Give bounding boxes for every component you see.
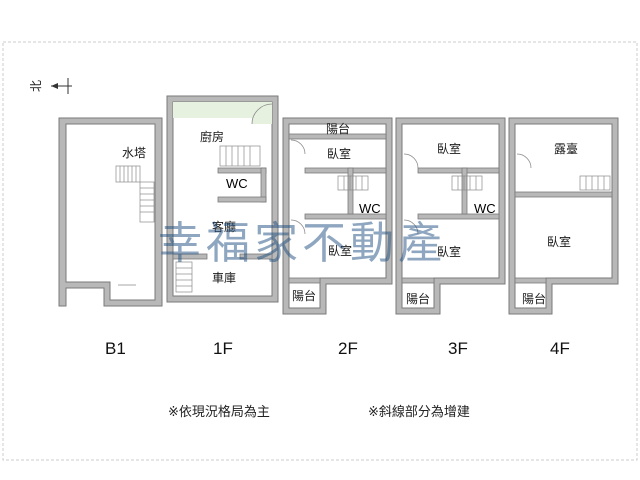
4f-stair — [579, 175, 611, 191]
watermark-text: 幸福家不動產 — [158, 218, 446, 269]
1f-room-wc: WC — [226, 176, 248, 191]
1f-room-kitchen: 廚房 — [200, 129, 224, 144]
floor-1f-plan: 廚房 WC 客廳 車庫 — [166, 95, 279, 303]
floor-label-4f: 4F — [550, 339, 570, 358]
north-compass: 北 — [29, 78, 72, 94]
2f-stair — [337, 175, 369, 191]
floor-label-2f: 2F — [338, 339, 358, 358]
note-layout-as-is: ※依現況格局為主 — [168, 404, 270, 420]
diagram-border — [2, 41, 638, 461]
floor-label-b1: B1 — [105, 339, 126, 358]
2f-room-bedroom-bottom: 臥室 — [328, 243, 352, 258]
floor-label-1f: 1F — [213, 339, 233, 358]
floor-4f-plan: 露臺 臥室 陽台 — [508, 117, 619, 315]
b1-room-water-tower: 水塔 — [122, 146, 146, 160]
note-hatched-addition: ※斜線部分為增建 — [368, 404, 470, 420]
2f-room-wc: WC — [359, 201, 381, 216]
2f-room-balcony-top: 陽台 — [326, 121, 350, 136]
1f-room-garage: 車庫 — [212, 271, 236, 285]
4f-room-bedroom: 臥室 — [547, 234, 571, 249]
2f-room-bedroom-top: 臥室 — [327, 146, 351, 161]
3f-room-wc: WC — [474, 201, 496, 216]
1f-room-living: 客廳 — [212, 219, 236, 234]
floor-label-3f: 3F — [448, 339, 468, 358]
floor-2f-plan: 陽台 臥室 WC 臥室 陽台 — [282, 117, 393, 315]
b1-stair — [115, 165, 155, 223]
floor-3f-plan: 臥室 WC 臥室 陽台 — [395, 117, 506, 315]
4f-room-terrace: 露臺 — [554, 141, 578, 156]
floor-b1-plan: 水塔 — [58, 117, 163, 307]
3f-room-bedroom-bottom: 臥室 — [437, 244, 461, 259]
1f-stair — [175, 145, 261, 293]
3f-stair — [451, 175, 483, 191]
3f-room-balcony-bottom: 陽台 — [406, 291, 430, 306]
2f-room-balcony-bottom: 陽台 — [292, 288, 316, 303]
north-label: 北 — [29, 80, 43, 92]
3f-room-bedroom-top: 臥室 — [437, 141, 461, 156]
4f-room-balcony-bottom: 陽台 — [522, 291, 546, 306]
